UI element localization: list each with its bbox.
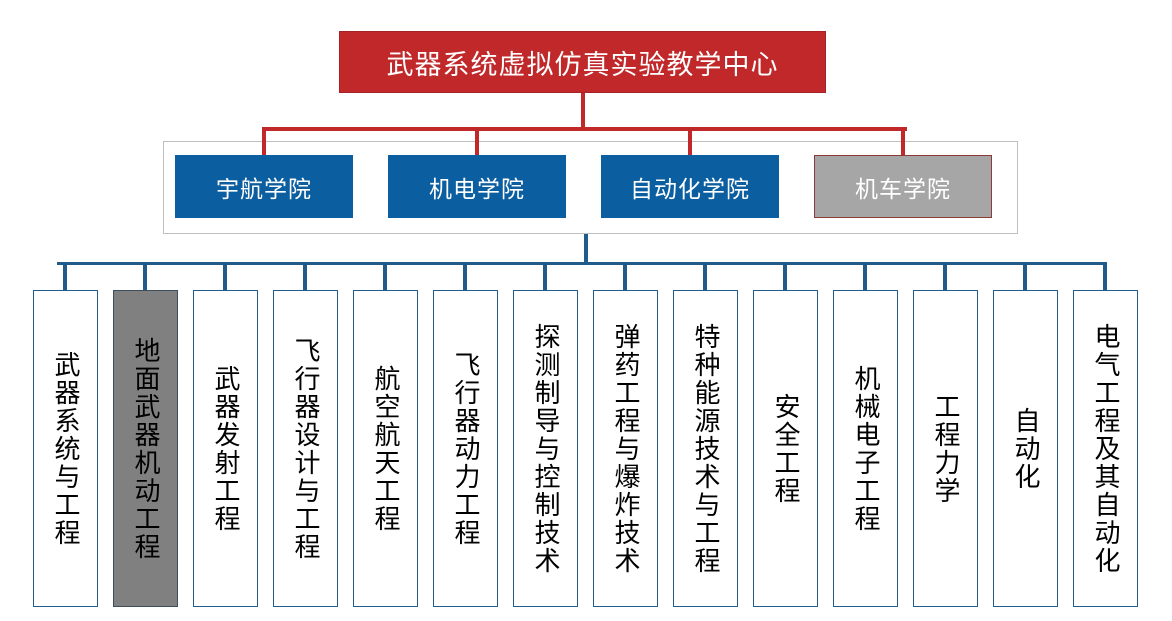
major-node-1[interactable]: 武器系统与工程 <box>33 290 98 607</box>
major-node-10[interactable]: 安全工程 <box>753 290 818 607</box>
college-node-2[interactable]: 机电学院 <box>388 155 566 218</box>
connector-college-drop-4 <box>901 127 905 156</box>
connector-major-drop-12 <box>943 262 947 291</box>
connector-major-drop-10 <box>783 262 787 291</box>
major-node-label: 航空航天工程 <box>371 364 402 533</box>
major-node-label: 武器系统与工程 <box>51 350 82 547</box>
connector-college-drop-2 <box>475 127 479 156</box>
colleges-group-container <box>163 141 1018 234</box>
college-node-3[interactable]: 自动化学院 <box>601 155 779 218</box>
major-node-12[interactable]: 工程力学 <box>913 290 978 607</box>
connector-major-drop-13 <box>1023 262 1027 291</box>
college-node-label: 宇航学院 <box>216 175 312 202</box>
major-node-label: 电气工程及其自动化 <box>1091 322 1122 575</box>
connector-root-horizontal-bar <box>264 127 907 131</box>
connector-major-drop-2 <box>143 262 147 291</box>
major-node-label: 安全工程 <box>771 392 802 505</box>
major-node-label: 弹药工程与爆炸技术 <box>611 322 642 575</box>
major-node-9[interactable]: 特种能源技术与工程 <box>673 290 738 607</box>
college-node-label: 机电学院 <box>429 175 525 202</box>
connector-major-drop-7 <box>543 262 547 291</box>
connector-major-drop-14 <box>1103 262 1107 291</box>
major-node-label: 特种能源技术与工程 <box>691 322 722 575</box>
connector-major-drop-3 <box>223 262 227 291</box>
college-node-1[interactable]: 宇航学院 <box>175 155 353 218</box>
connector-major-drop-9 <box>703 262 707 291</box>
root-node-center: 武器系统虚拟仿真实验教学中心 <box>339 31 826 93</box>
major-node-7[interactable]: 探测制导与控制技术 <box>513 290 578 607</box>
major-node-label: 飞行器动力工程 <box>451 350 482 547</box>
major-node-label: 地面武器机动工程 <box>131 336 162 561</box>
major-node-label: 武器发射工程 <box>211 364 242 533</box>
major-node-6[interactable]: 飞行器动力工程 <box>433 290 498 607</box>
connector-major-drop-6 <box>463 262 467 291</box>
major-node-3[interactable]: 武器发射工程 <box>193 290 258 607</box>
college-node-label: 自动化学院 <box>630 175 750 202</box>
major-node-label: 飞行器设计与工程 <box>291 336 322 561</box>
connector-major-drop-4 <box>303 262 307 291</box>
major-node-2[interactable]: 地面武器机动工程 <box>113 290 178 607</box>
college-node-label: 机车学院 <box>855 175 951 202</box>
major-node-14[interactable]: 电气工程及其自动化 <box>1073 290 1138 607</box>
connector-college-drop-1 <box>262 127 266 156</box>
major-node-11[interactable]: 机械电子工程 <box>833 290 898 607</box>
major-node-label: 工程力学 <box>931 392 962 505</box>
connector-major-drop-5 <box>383 262 387 291</box>
major-node-label: 机械电子工程 <box>851 364 882 533</box>
major-node-8[interactable]: 弹药工程与爆炸技术 <box>593 290 658 607</box>
major-node-label: 自动化 <box>1011 406 1042 491</box>
connector-major-drop-11 <box>863 262 867 291</box>
connector-colleges-vertical <box>584 234 588 264</box>
major-node-label: 探测制导与控制技术 <box>531 322 562 575</box>
connector-major-drop-1 <box>63 262 67 291</box>
connector-root-vertical <box>581 93 585 129</box>
connector-major-drop-8 <box>623 262 627 291</box>
root-node-label: 武器系统虚拟仿真实验教学中心 <box>386 49 779 80</box>
major-node-13[interactable]: 自动化 <box>993 290 1058 607</box>
connector-majors-horizontal-bar <box>57 262 1104 265</box>
college-node-4[interactable]: 机车学院 <box>814 155 992 218</box>
connector-college-drop-3 <box>688 127 692 156</box>
major-node-4[interactable]: 飞行器设计与工程 <box>273 290 338 607</box>
major-node-5[interactable]: 航空航天工程 <box>353 290 418 607</box>
